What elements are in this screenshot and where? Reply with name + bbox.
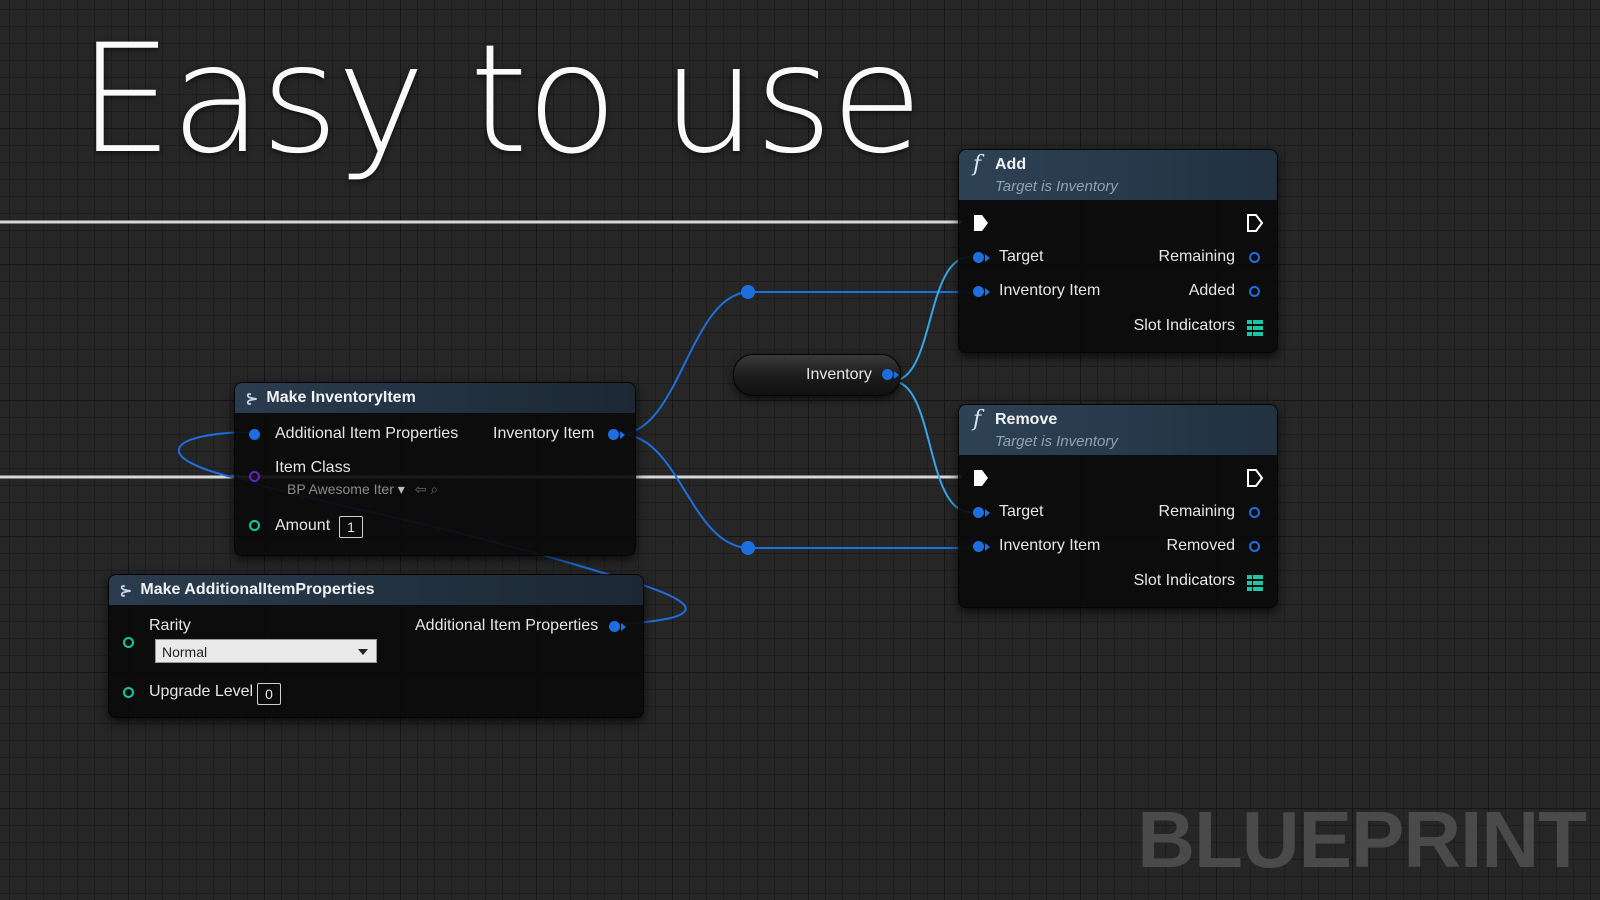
blueprint-watermark: BLUEPRINT — [1137, 795, 1587, 884]
additional-props-input-label: Additional Item Properties — [275, 425, 459, 442]
make-additional-props-title: Make AdditionalItemProperties — [140, 581, 375, 598]
additional-props-input-pin[interactable] — [249, 429, 260, 440]
make-inventory-item-header: ⊱ Make InventoryItem — [235, 383, 635, 413]
remove-function-subtitle: Target is Inventory — [995, 433, 1118, 450]
additional-props-output-pin[interactable] — [609, 621, 620, 632]
add-target-label: Target — [999, 248, 1044, 265]
upgrade-level-input-pin[interactable] — [123, 687, 134, 698]
exec-in-pin-icon[interactable] — [973, 214, 989, 232]
headline-title: Easy to use — [78, 13, 923, 187]
wire-item-to-remove[interactable] — [619, 433, 970, 549]
remove-inventory-item-label: Inventory Item — [999, 537, 1101, 554]
add-slot-indicators-label: Slot Indicators — [1133, 317, 1235, 334]
function-icon: f — [973, 152, 982, 177]
remove-target-pin[interactable] — [973, 507, 984, 518]
amount-input[interactable]: 1 — [339, 516, 363, 538]
inventory-variable-label: Inventory — [806, 366, 872, 383]
remove-remaining-pin[interactable] — [1249, 507, 1260, 518]
pin-arrow-icon — [894, 371, 899, 379]
add-target-pin[interactable] — [973, 252, 984, 263]
make-additional-props-header: ⊱ Make AdditionalItemProperties — [109, 575, 643, 605]
item-class-label: Item Class — [275, 459, 351, 476]
add-remaining-pin[interactable] — [1249, 252, 1260, 263]
rarity-input-pin[interactable] — [123, 637, 134, 648]
add-function-subtitle: Target is Inventory — [995, 178, 1118, 195]
remove-removed-pin[interactable] — [1249, 541, 1260, 552]
remove-function-header: f Remove Target is Inventory — [959, 405, 1277, 455]
pin-arrow-icon — [621, 623, 626, 631]
upgrade-level-input[interactable]: 0 — [257, 683, 281, 705]
use-selected-arrow-icon[interactable]: ⇦ — [414, 481, 427, 497]
add-function-header: f Add Target is Inventory — [959, 150, 1277, 200]
exec-out-pin-icon[interactable] — [1247, 469, 1263, 487]
add-added-label: Added — [1188, 282, 1235, 299]
remove-function-title: Remove — [995, 411, 1058, 428]
amount-input-pin[interactable] — [249, 520, 260, 531]
additional-props-output-label: Additional Item Properties — [415, 617, 599, 634]
pin-arrow-icon — [620, 431, 625, 439]
item-class-input-pin[interactable] — [249, 471, 260, 482]
struct-icon: ⊱ — [245, 388, 259, 408]
exec-in-pin-icon[interactable] — [973, 469, 989, 487]
array-pin-icon[interactable] — [1247, 575, 1263, 591]
remove-inventory-item-pin[interactable] — [973, 541, 984, 552]
item-class-combo[interactable]: BP Awesome Iter ▾ ⇦ ⌕ — [287, 481, 439, 497]
array-pin-icon[interactable] — [1247, 320, 1263, 336]
remove-removed-label: Removed — [1166, 537, 1235, 554]
upgrade-level-label: Upgrade Level — [149, 683, 254, 700]
pin-arrow-icon — [985, 509, 990, 517]
make-additional-props-node[interactable]: ⊱ Make AdditionalItemProperties Rarity N… — [108, 574, 644, 718]
inventory-item-output-pin[interactable] — [608, 429, 619, 440]
struct-icon: ⊱ — [119, 580, 133, 600]
wire-item-to-add[interactable] — [619, 291, 970, 435]
inventory-item-output-label: Inventory Item — [493, 425, 595, 442]
pin-arrow-icon — [985, 288, 990, 296]
function-icon: f — [973, 407, 982, 432]
inventory-variable-node[interactable]: Inventory — [733, 354, 901, 396]
amount-label: Amount — [275, 517, 331, 534]
wire-inventory-to-remove-target[interactable] — [891, 380, 971, 513]
rarity-label: Rarity — [149, 617, 191, 634]
add-function-title: Add — [995, 156, 1027, 173]
remove-slot-indicators-label: Slot Indicators — [1133, 572, 1235, 589]
wire-inventory-to-add-target[interactable] — [891, 256, 971, 382]
reroute-knot-add[interactable] — [741, 285, 755, 299]
add-inventory-item-pin[interactable] — [973, 286, 984, 297]
reroute-knot-remove[interactable] — [741, 541, 755, 555]
remove-remaining-label: Remaining — [1158, 503, 1235, 520]
add-remaining-label: Remaining — [1158, 248, 1235, 265]
chevron-down-icon — [358, 649, 368, 655]
remove-function-node[interactable]: f Remove Target is Inventory Target Rema… — [958, 404, 1278, 608]
chevron-down-icon: ▾ — [397, 481, 405, 497]
add-function-node[interactable]: f Add Target is Inventory Target Remaini… — [958, 149, 1278, 353]
pin-arrow-icon — [985, 543, 990, 551]
pin-arrow-icon — [985, 254, 990, 262]
rarity-dropdown[interactable]: Normal — [155, 639, 377, 663]
inventory-variable-pin[interactable] — [882, 369, 893, 380]
make-inventory-item-node[interactable]: ⊱ Make InventoryItem Additional Item Pro… — [234, 382, 636, 556]
remove-target-label: Target — [999, 503, 1044, 520]
add-inventory-item-label: Inventory Item — [999, 282, 1101, 299]
exec-out-pin-icon[interactable] — [1247, 214, 1263, 232]
make-inventory-item-title: Make InventoryItem — [266, 389, 416, 406]
add-added-pin[interactable] — [1249, 286, 1260, 297]
browse-search-icon[interactable]: ⌕ — [430, 481, 439, 497]
